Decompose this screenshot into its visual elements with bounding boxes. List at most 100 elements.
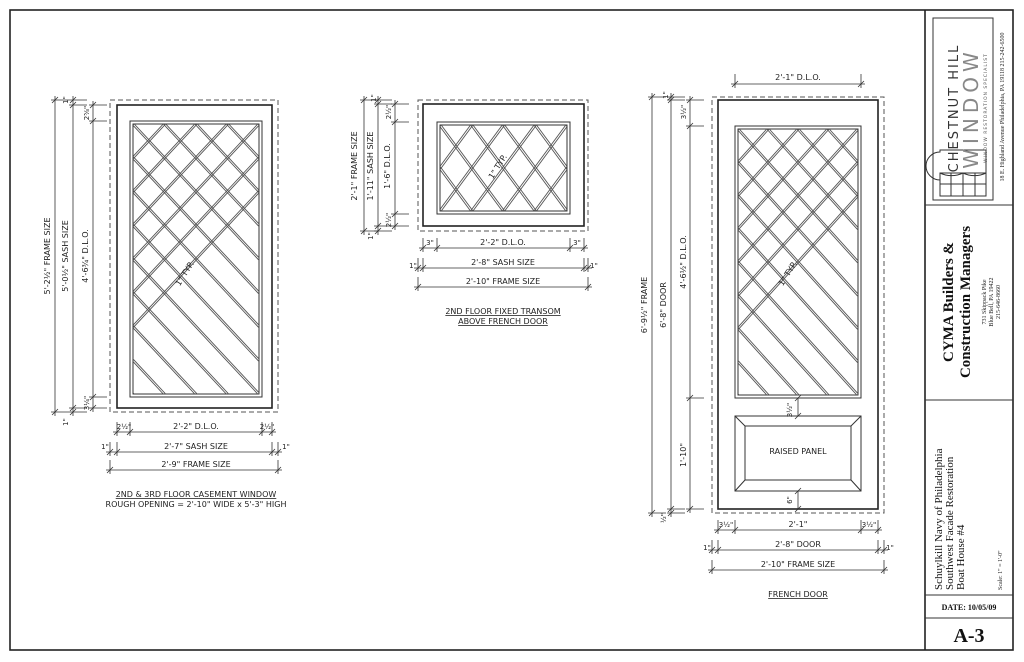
firm-phone: 215-646-8660 [996,285,1002,319]
casement-muntin-lattice [0,124,575,394]
drawing-scale: Scale: 1" = 1'-0" [998,550,1004,590]
muntin-bar [0,124,40,394]
transom-sash-height: 1'-11" SASH SIZE [366,132,375,201]
casement-dlo-width: 2'-2" D.L.O. [173,422,219,431]
door-left-frame: 1" [703,544,711,552]
muntin-bar [58,125,312,469]
door-dlo-width-top: 2'-1" D.L.O. [775,73,821,82]
drawing-date: DATE: 10/05/09 [942,603,997,612]
muntin-bar [469,125,535,211]
casement-subtitle: ROUGH OPENING = 2'-10" WIDE x 5'-3" HIGH [106,500,287,509]
transom-left-sash: 3" [426,239,434,247]
logo-address: 18 E. Highland Avenue Philadelphia, PA 1… [1000,33,1006,182]
logo-tagline: WINDOW RESTORATION SPECIALIST [983,53,989,163]
title-block [924,10,1013,650]
muntin-bar [0,124,8,394]
logo-box [932,17,994,201]
muntin-bar [738,295,828,395]
muntin-bar [194,124,259,194]
door-frame-outline [711,96,885,514]
sheet-border [9,9,1014,651]
muntin-bar [798,129,858,195]
project-line1: Schuylkill Navy of Philadelphia [933,448,945,590]
muntin-bar [796,129,858,198]
muntin-bar [440,125,506,211]
casement-left-sash: 2½" [117,423,131,431]
transom-top-sash: 2½" [385,105,393,119]
dimension-lines [51,74,888,574]
muntin-bar [738,193,858,328]
arched-window-logo-icon [925,149,987,197]
muntin-bar [565,208,567,211]
muntin-bar [133,124,230,228]
transom-sash [422,103,585,227]
transom-left-frame: 1" [409,262,417,270]
muntin-bar [133,192,259,329]
muntin-bar [738,129,858,265]
muntin-bar [133,290,230,394]
transom-frame-height: 2'-1" FRAME SIZE [350,131,359,200]
muntin-bar [185,125,439,469]
muntin-bar [738,162,858,298]
project-line2: Southwest Facade Restoration [944,456,956,590]
door-dlo-height: 4'-6½" D.L.O. [679,235,688,288]
muntin-bar [257,129,497,395]
casement-top-sash: 2⅝" [83,106,91,120]
transom-right-frame: 1" [590,262,598,270]
casement-frame-outline [109,99,279,413]
muntin-bar [738,293,830,395]
casement-glass-stop [132,123,260,395]
transom-frame-outline [417,99,589,232]
muntin-bar [133,155,259,293]
raised-panel-label: RAISED PANEL [769,447,827,456]
transom-subtitle: ABOVE FRENCH DOOR [458,317,548,326]
transom-right-sash: 3" [573,239,581,247]
door-lower-height: 1'-10" [679,443,688,467]
muntin-bar [440,125,503,211]
casement-sash [116,104,273,409]
muntin-bar [133,124,227,225]
muntin-bar [133,189,259,326]
muntin-bar [768,129,858,229]
transom-muntin-lattice [58,125,567,469]
transom-window [58,99,589,469]
muntin-bar [133,124,259,259]
muntin-bar [90,125,344,469]
firm-city: Blue Bell, PA 19422 [989,277,995,326]
muntin-bar [738,196,858,331]
casement-sash-width: 2'-7" SASH SIZE [164,442,228,451]
transom-glass-stop [439,124,568,212]
muntin-bar [738,129,830,231]
dimension-tick [794,505,802,513]
muntin-bar [133,327,196,394]
muntin-bar [323,124,575,394]
muntin-bar [738,129,858,265]
casement-bottom-sash: 3¼" [83,396,91,410]
muntin-bar [440,125,503,211]
muntin-bar [440,125,474,171]
transom-bottom-sash: 2½" [385,213,393,227]
muntin-bar [535,168,567,211]
casement-left-frame: 1" [101,443,109,451]
logo-name-line2: WINDOW [959,47,983,169]
muntin-bar [133,158,259,295]
door-right-frame: 1" [886,544,894,552]
firm-name-line1: CYMA Builders & [941,242,957,362]
sheet-number: A-3 [953,625,984,647]
muntin-bar [196,124,259,191]
muntin-bar [501,125,567,211]
muntin-bar [165,124,259,225]
muntin-bar [738,326,800,395]
muntin-bar [440,208,442,211]
transom-sash-width: 2'-8" SASH SIZE [471,258,535,267]
transom-dlo-height: 1'-6" D.L.O. [383,143,392,189]
muntin-bar [133,124,196,191]
muntin-bar [440,125,442,128]
muntin-bar [133,293,227,394]
muntin-bar [738,160,858,295]
door-height: 6'-8" DOOR [659,282,668,328]
door-left-stile: 3½" [719,521,733,529]
muntin-bar [504,125,567,211]
transom-dlo-width: 2'-2" D.L.O. [480,238,526,247]
door-top-rail: 3½" [680,105,688,119]
